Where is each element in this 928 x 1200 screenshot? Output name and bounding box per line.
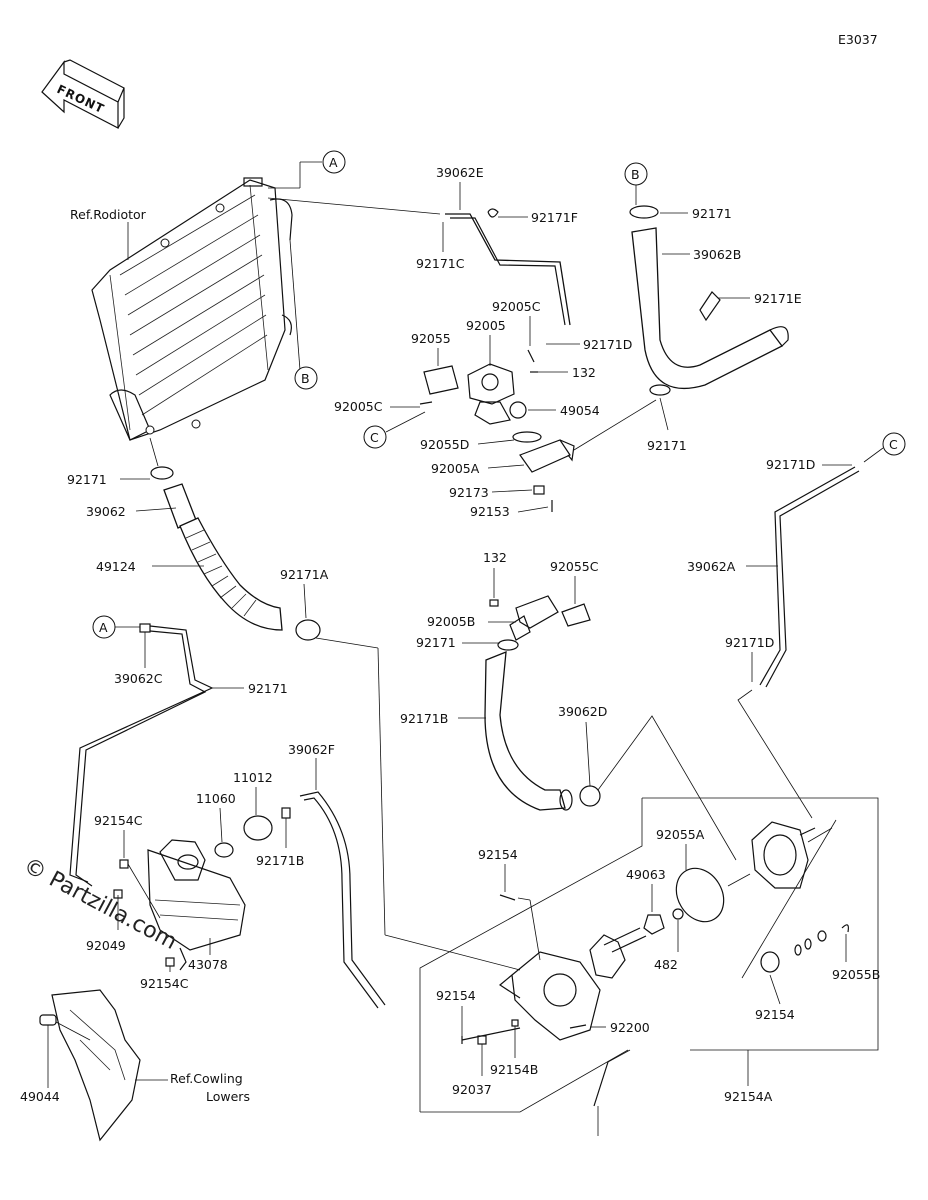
label-39062D: 92171 [248, 681, 288, 696]
label-92173: 92173 [449, 485, 489, 500]
label-132-mid: 132 [483, 550, 507, 565]
clamp-92171F [487, 208, 499, 218]
pump-cover [751, 821, 816, 889]
label-49054: 49054 [560, 403, 600, 418]
label-92171-mid: 92171 [647, 438, 687, 453]
cowling-lowers [39, 989, 141, 1142]
label-39062B: 39062B [693, 247, 741, 262]
label-92153: 92153 [470, 504, 510, 519]
grommet-92037 [39, 1014, 57, 1026]
label-92200: 92154B [490, 1062, 538, 1077]
marker-A-top-letter: A [329, 155, 338, 170]
gasket-92055C [561, 603, 591, 627]
label-92171D-right: 92171D [766, 457, 815, 472]
label-92005B: 92005B [427, 614, 475, 629]
seal-11060 [214, 842, 234, 858]
reservoir-tank-43078 [147, 839, 246, 971]
marker-C-left [363, 425, 387, 449]
label-92005C-top: 92005C [492, 299, 541, 314]
oring-92055B [760, 951, 780, 973]
marker-B-top-letter: B [631, 167, 640, 182]
label-132-top: 132 [572, 365, 596, 380]
label-92171-mid2: 92171 [416, 635, 456, 650]
label-ref-cowling-1: Ref.Cowling [170, 1071, 243, 1086]
radiator-drawing [91, 177, 293, 441]
label-49044: 92154A [724, 1089, 773, 1104]
thermostat-outlet-92005B [515, 595, 559, 629]
label-92049: 482 [654, 957, 678, 972]
label-92005A: 92005A [431, 461, 480, 476]
label-39062A: 39062A [687, 559, 736, 574]
label-92171-pump: 39062D [558, 704, 607, 719]
label-92171B-low: 92049 [86, 938, 126, 953]
label-ref-radiator: Ref.Rodiotor [70, 207, 147, 222]
label-92171F: 92171F [531, 210, 578, 225]
oring-92055D [512, 431, 542, 443]
label-92154C-top: 92154C [94, 813, 143, 828]
clip-92171E [699, 291, 721, 322]
label-482: 92055B [832, 967, 880, 982]
clamp-92171A [295, 619, 321, 641]
label-39062: 39062 [86, 504, 126, 519]
label-43078: 43078 [188, 957, 228, 972]
label-92154-left: 92154 [436, 988, 476, 1003]
front-arrow-icon: FRONT [41, 59, 125, 129]
label-92005: 92005 [466, 318, 506, 333]
thermostat-housing [423, 349, 575, 512]
label-39062F: 39062F [288, 742, 335, 757]
label-49124: 49124 [96, 559, 136, 574]
label-11012: 11012 [233, 770, 273, 785]
marker-A-top [322, 150, 346, 174]
label-92171C: 92171C [416, 256, 465, 271]
label-92055: 92055 [411, 331, 451, 346]
label-92171E: 92171E [754, 291, 802, 306]
marker-C-right [882, 432, 906, 456]
gasket-92055 [423, 365, 459, 395]
label-92154B: 92037 [452, 1082, 492, 1097]
label-92055D: 92055D [420, 437, 469, 452]
label-92171B-top: 39062C [114, 671, 163, 686]
label-92171-top: 92171 [692, 206, 732, 221]
oring-92055A [675, 867, 725, 923]
marker-C-left-letter: C [370, 430, 379, 445]
label-92055A: 92055A [656, 827, 705, 842]
marker-C-right-letter: C [889, 437, 898, 452]
label-92171A: 92171A [280, 567, 329, 582]
label-92037: 49044 [20, 1089, 60, 1104]
clamp-92171-top [629, 205, 659, 219]
label-49063: 49063 [626, 867, 666, 882]
label-39062E: 39062E [436, 165, 484, 180]
label-92055C: 92055C [550, 559, 599, 574]
label-39062C: 92171B [400, 711, 448, 726]
water-pump-housing [498, 951, 601, 1041]
label-92055B: 92154 [755, 1007, 795, 1022]
diagram-id: E3037 [838, 32, 878, 47]
label-ref-cowling-2: Lowers [206, 1089, 250, 1104]
seal-92049 [672, 908, 684, 920]
label-92171D-low: 92171D [725, 635, 774, 650]
cap-11012 [243, 815, 273, 841]
label-92154-top: 92154 [478, 847, 518, 862]
clamp-92171-left [150, 466, 174, 480]
marker-B-rad [294, 366, 318, 390]
marker-B-rad-letter: B [301, 371, 310, 386]
label-92005C-left: 92005C [334, 399, 383, 414]
impeller-49063 [589, 927, 647, 979]
label-11060: 11060 [196, 791, 236, 806]
marker-A-left-letter: A [99, 620, 108, 635]
label-92171-left: 92171 [67, 472, 107, 487]
label-92154-right: 92200 [610, 1020, 650, 1035]
label-92171B-mid: 92171B [256, 853, 304, 868]
label-92154C-low: 92154C [140, 976, 189, 991]
label-92171D-top: 92171D [583, 337, 632, 352]
seal-49063 [643, 914, 665, 935]
